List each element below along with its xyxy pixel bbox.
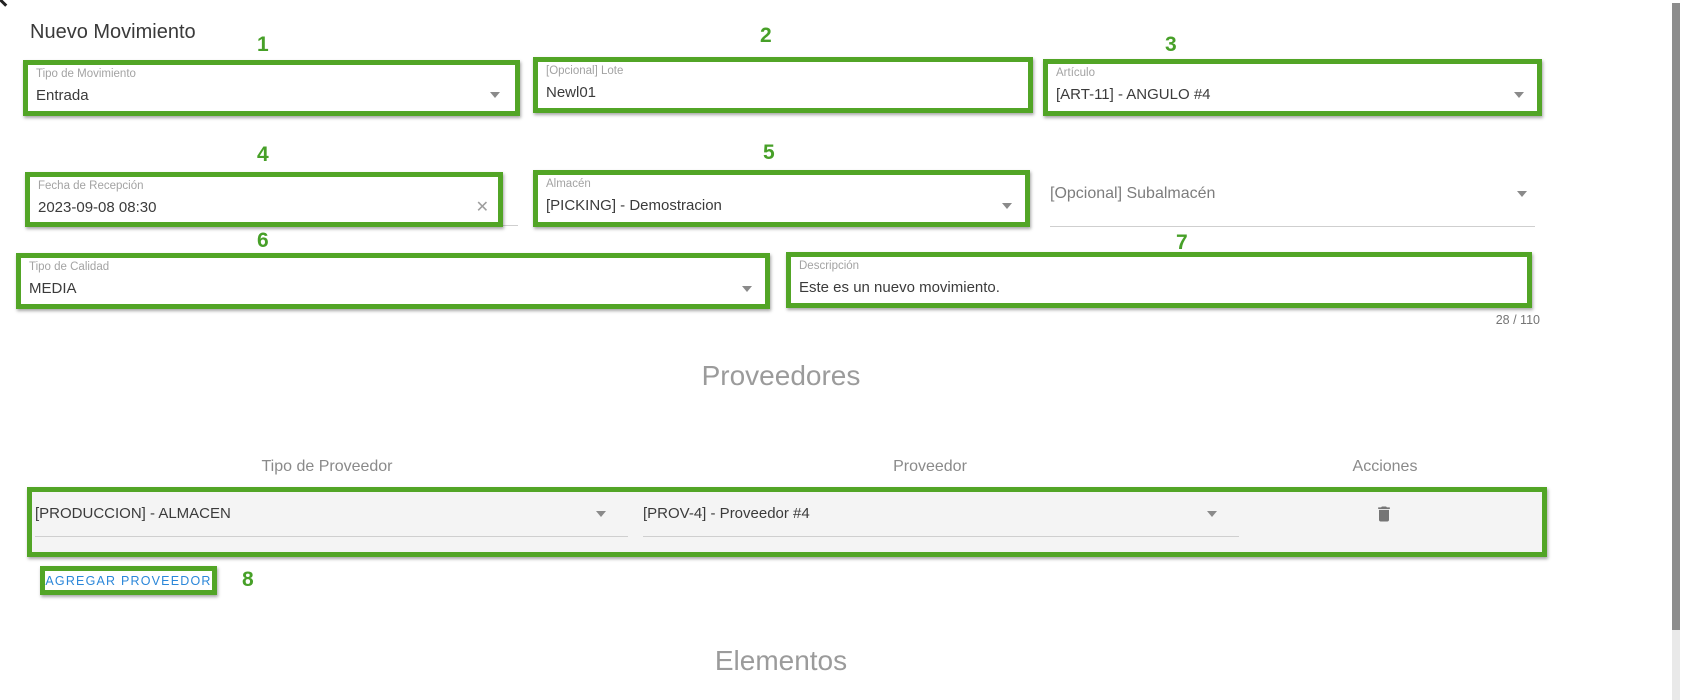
lote-label: [Opcional] Lote [546,65,624,77]
window-corner-artifact [0,0,8,7]
lote-input[interactable]: [Opcional] Lote Newl01 [533,57,1033,113]
almacen-value: [PICKING] - Demostracion [546,197,722,214]
clear-icon[interactable]: ✕ [475,199,489,216]
tipo-proveedor-value: [PRODUCCION] - ALMACEN [35,505,231,522]
fecha-recepcion-value: 2023-09-08 08:30 [38,199,157,216]
tipo-movimiento-value: Entrada [36,87,89,104]
vertical-scrollbar-track[interactable] [1672,630,1680,700]
annotation-number-1: 1 [257,33,269,56]
fecha-recepcion-input[interactable]: Fecha de Recepción 2023-09-08 08:30 ✕ [25,172,503,227]
subalmacen-select[interactable]: [Opcional] Subalmacén [1050,185,1535,227]
chevron-down-icon[interactable] [1207,511,1217,517]
proveedor-table-row: [PRODUCCION] - ALMACEN [PROV-4] - Provee… [27,487,1547,557]
annotation-number-5: 5 [763,141,775,164]
subalmacen-underline [1050,226,1535,227]
delete-proveedor-button[interactable] [1369,499,1399,529]
proveedor-select[interactable]: [PROV-4] - Proveedor #4 [643,497,1239,537]
select-underline [643,536,1239,537]
chevron-down-icon[interactable] [742,286,752,292]
tipo-proveedor-select[interactable]: [PRODUCCION] - ALMACEN [35,497,628,537]
subalmacen-placeholder: [Opcional] Subalmacén [1050,185,1216,202]
chevron-down-icon[interactable] [490,92,500,98]
proveedor-value: [PROV-4] - Proveedor #4 [643,505,810,522]
fecha-recepcion-label: Fecha de Recepción [38,180,144,192]
descripcion-input[interactable]: Descripción Este es un nuevo movimiento. [786,252,1532,308]
tipo-calidad-value: MEDIA [29,280,77,297]
annotation-number-6: 6 [257,229,269,252]
almacen-select[interactable]: Almacén [PICKING] - Demostracion [533,170,1030,227]
tipo-calidad-select[interactable]: Tipo de Calidad MEDIA [16,253,770,309]
articulo-label: Artículo [1056,67,1095,79]
articulo-value: [ART-11] - ANGULO #4 [1056,86,1211,103]
annotation-number-8: 8 [242,568,254,591]
column-header-acciones: Acciones [1352,458,1418,475]
articulo-select[interactable]: Artículo [ART-11] - ANGULO #4 [1043,59,1542,116]
proveedores-heading: Proveedores [701,360,861,391]
tipo-movimiento-select[interactable]: Tipo de Movimiento Entrada [23,60,520,116]
chevron-down-icon[interactable] [1002,203,1012,209]
char-counter: 28 / 110 [1495,313,1540,327]
almacen-label: Almacén [546,178,591,190]
chevron-down-icon[interactable] [596,511,606,517]
chevron-down-icon[interactable] [1517,191,1527,197]
tipo-calidad-label: Tipo de Calidad [29,261,110,273]
page-title: Nuevo Movimiento [30,21,196,43]
tipo-movimiento-label: Tipo de Movimiento [36,68,136,80]
agregar-proveedor-button[interactable]: AGREGAR PROVEEDOR [45,573,212,588]
vertical-scrollbar-thumb[interactable] [1672,3,1680,630]
column-header-proveedor: Proveedor [893,458,967,475]
chevron-down-icon[interactable] [1514,92,1524,98]
elementos-heading: Elementos [714,645,848,676]
annotation-number-4: 4 [257,143,269,166]
column-header-tipo-proveedor: Tipo de Proveedor [261,458,393,475]
annotation-number-3: 3 [1165,33,1177,56]
select-underline [35,536,628,537]
lote-value: Newl01 [546,84,597,101]
annotation-number-2: 2 [760,24,772,47]
fecha-field-underline [500,225,518,226]
trash-icon [1378,506,1390,522]
descripcion-label: Descripción [799,260,860,272]
descripcion-value: Este es un nuevo movimiento. [799,279,1000,296]
